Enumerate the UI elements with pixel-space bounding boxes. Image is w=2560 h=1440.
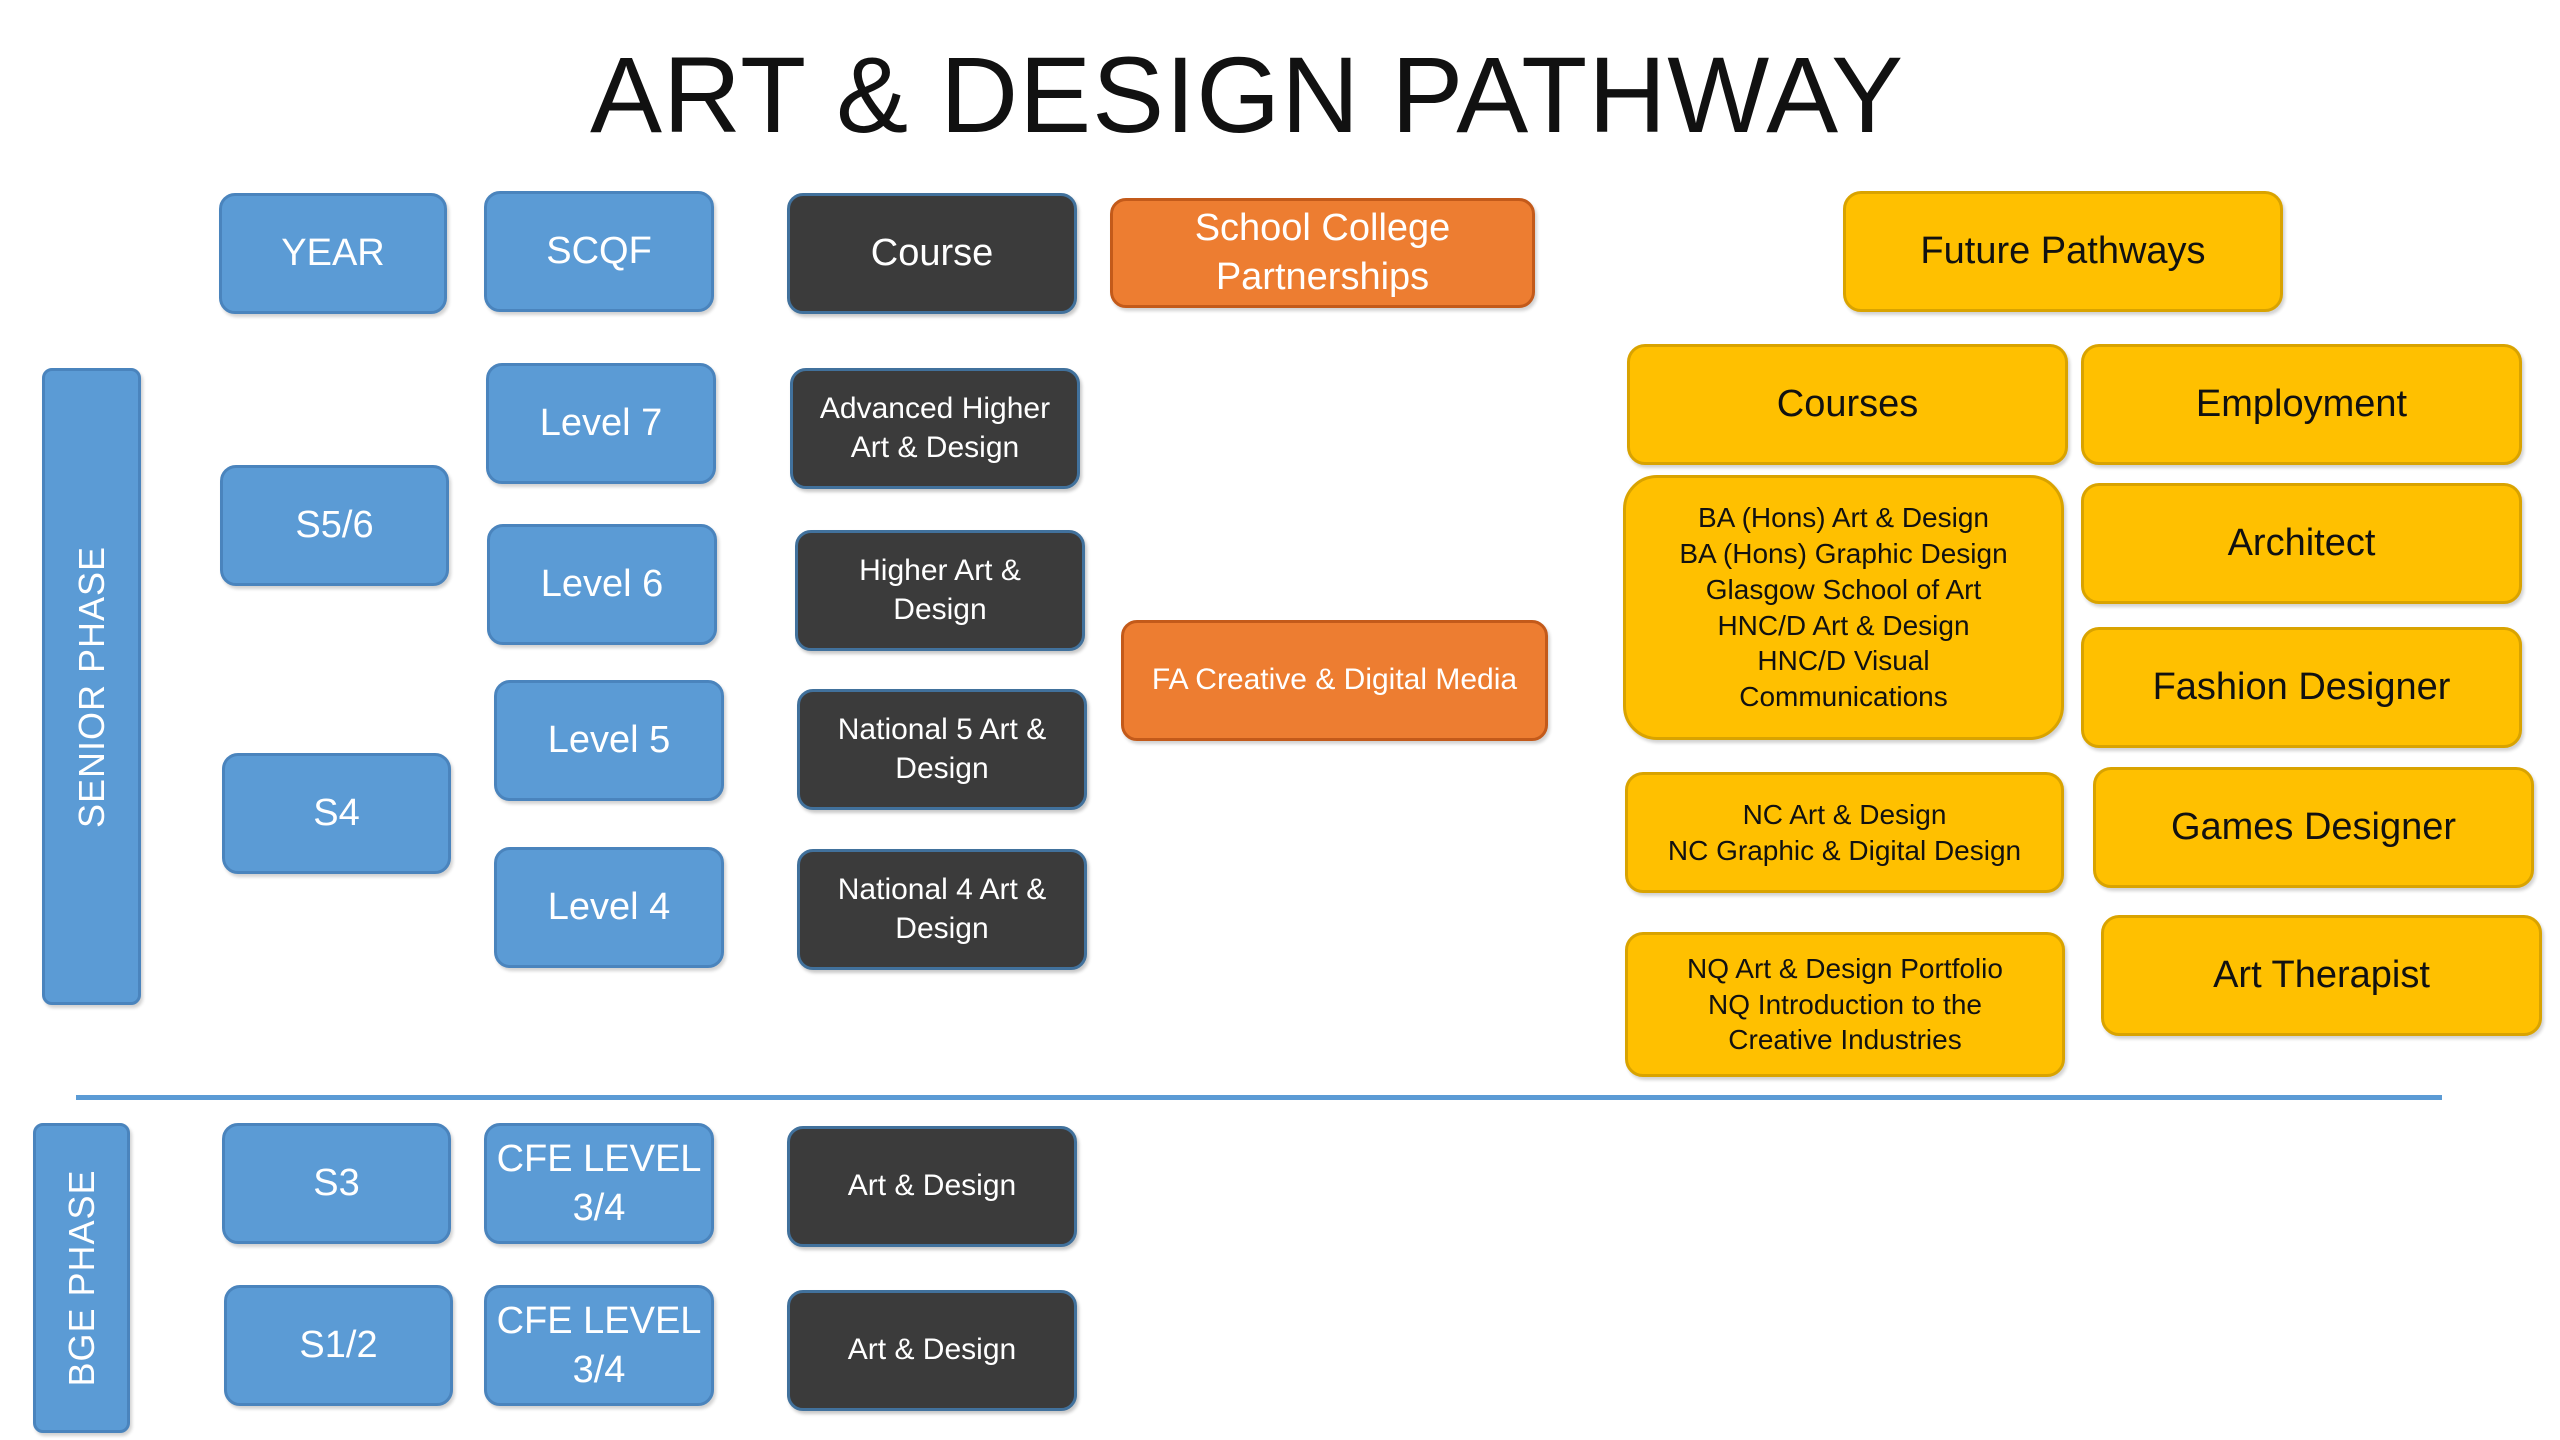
job-fashion-designer-label: Fashion Designer bbox=[2152, 666, 2451, 709]
scqf-header-label: SCQF bbox=[546, 230, 652, 273]
course-s3-art-design-label: Art & Design bbox=[847, 1169, 1017, 1203]
future-courses-header: Courses bbox=[1627, 344, 2068, 465]
future-pathways-header: Future Pathways bbox=[1843, 191, 2283, 312]
future-courses-header-label: Courses bbox=[1776, 383, 1919, 426]
level-6-label: Level 6 bbox=[540, 563, 664, 606]
job-art-therapist-label: Art Therapist bbox=[2213, 954, 2430, 997]
year-s4-label: S4 bbox=[313, 792, 360, 835]
bge-phase-text: BGE PHASE bbox=[60, 1169, 102, 1387]
job-architect: Architect bbox=[2081, 483, 2522, 604]
course-higher: Higher Art & Design bbox=[795, 530, 1085, 651]
level-5-label: Level 5 bbox=[547, 719, 671, 762]
year-s1-2-label: S1/2 bbox=[299, 1324, 378, 1367]
cfe-level-s1-2: CFE LEVEL 3/4 bbox=[484, 1285, 714, 1406]
job-art-therapist: Art Therapist bbox=[2101, 915, 2542, 1036]
year-s5-6: S5/6 bbox=[220, 465, 449, 586]
year-header-label: YEAR bbox=[281, 232, 385, 275]
senior-phase-label: SENIOR PHASE bbox=[42, 368, 141, 1005]
course-header: Course bbox=[787, 193, 1077, 314]
course-higher-label: Higher Art & Design bbox=[859, 554, 1021, 626]
future-course-nq-group: NQ Art & Design Portfolio NQ Introductio… bbox=[1625, 932, 2065, 1077]
year-s3-label: S3 bbox=[313, 1162, 360, 1205]
level-7-label: Level 7 bbox=[539, 402, 663, 445]
phase-divider bbox=[76, 1095, 2442, 1100]
job-games-designer-label: Games Designer bbox=[2170, 806, 2457, 849]
job-architect-label: Architect bbox=[2227, 522, 2376, 565]
course-national-5: National 5 Art & Design bbox=[797, 689, 1087, 810]
job-fashion-designer: Fashion Designer bbox=[2081, 627, 2522, 748]
future-course-nq-group-text: NQ Art & Design Portfolio NQ Introductio… bbox=[1687, 952, 2003, 1056]
level-6: Level 6 bbox=[487, 524, 717, 645]
senior-phase-text: SENIOR PHASE bbox=[70, 545, 112, 828]
course-advanced-higher: Advanced Higher Art & Design bbox=[790, 368, 1080, 489]
course-s3-art-design: Art & Design bbox=[787, 1126, 1077, 1247]
year-s4: S4 bbox=[222, 753, 451, 874]
partnerships-header-label: School College Partnerships bbox=[1194, 207, 1451, 298]
future-course-nc-group-text: NC Art & Design NC Graphic & Digital Des… bbox=[1667, 798, 2022, 866]
future-course-degree-group-text: BA (Hons) Art & Design BA (Hons) Graphic… bbox=[1679, 502, 2008, 713]
course-national-4: National 4 Art & Design bbox=[797, 849, 1087, 970]
future-employment-header-label: Employment bbox=[2195, 383, 2408, 426]
bge-phase-label: BGE PHASE bbox=[33, 1123, 130, 1433]
partnerships-header: School College Partnerships bbox=[1110, 198, 1535, 308]
level-7: Level 7 bbox=[486, 363, 716, 484]
cfe-level-s3-label: CFE LEVEL 3/4 bbox=[496, 1137, 702, 1229]
cfe-level-s3: CFE LEVEL 3/4 bbox=[484, 1123, 714, 1244]
future-employment-header: Employment bbox=[2081, 344, 2522, 465]
course-national-4-label: National 4 Art & Design bbox=[837, 873, 1047, 945]
future-pathways-header-label: Future Pathways bbox=[1920, 230, 2206, 273]
year-header: YEAR bbox=[219, 193, 447, 314]
page-title: ART & DESIGN PATHWAY bbox=[590, 34, 1905, 155]
year-s5-6-label: S5/6 bbox=[295, 504, 374, 547]
cfe-level-s1-2-label: CFE LEVEL 3/4 bbox=[496, 1299, 702, 1391]
scqf-header: SCQF bbox=[484, 191, 714, 312]
level-4-label: Level 4 bbox=[547, 886, 671, 929]
course-advanced-higher-label: Advanced Higher Art & Design bbox=[819, 392, 1051, 464]
year-s3: S3 bbox=[222, 1123, 451, 1244]
partnership-fa-creative: FA Creative & Digital Media bbox=[1121, 620, 1548, 741]
course-header-label: Course bbox=[870, 232, 994, 275]
job-games-designer: Games Designer bbox=[2093, 767, 2534, 888]
course-national-5-label: National 5 Art & Design bbox=[837, 713, 1047, 785]
course-s1-2-art-design: Art & Design bbox=[787, 1290, 1077, 1411]
future-course-nc-group: NC Art & Design NC Graphic & Digital Des… bbox=[1625, 772, 2064, 893]
year-s1-2: S1/2 bbox=[224, 1285, 453, 1406]
future-course-degree-group: BA (Hons) Art & Design BA (Hons) Graphic… bbox=[1623, 475, 2064, 740]
partnership-fa-creative-label: FA Creative & Digital Media bbox=[1151, 663, 1518, 697]
level-5: Level 5 bbox=[494, 680, 724, 801]
level-4: Level 4 bbox=[494, 847, 724, 968]
course-s1-2-art-design-label: Art & Design bbox=[847, 1333, 1017, 1367]
